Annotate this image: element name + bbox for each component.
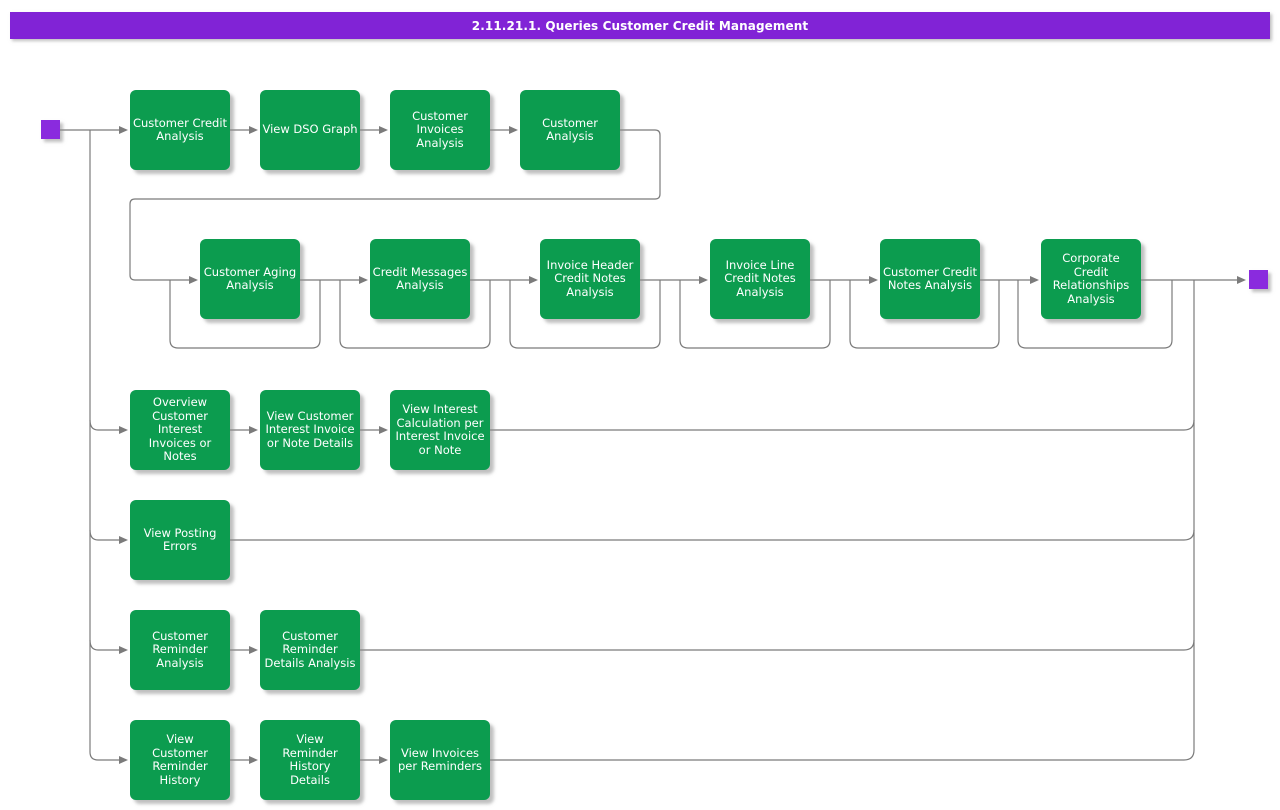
edge-row1-wrap: [129, 129, 661, 281]
loop-row2-4: [679, 280, 831, 349]
node-corporate-credit-relationships-analysis[interactable]: Corporate Credit Relationships Analysis: [1041, 239, 1141, 319]
edge-row6-out: [490, 749, 1195, 761]
node-invoice-line-credit-notes-analysis[interactable]: Invoice Line Credit Notes Analysis: [710, 239, 810, 319]
node-customer-analysis[interactable]: Customer Analysis: [520, 90, 620, 170]
loop-row2-2: [339, 280, 491, 349]
node-view-invoices-per-reminders[interactable]: View Invoices per Reminders: [390, 720, 490, 800]
node-customer-credit-notes-analysis[interactable]: Customer Credit Notes Analysis: [880, 239, 980, 319]
node-view-customer-interest-invoice-or-note-details[interactable]: View Customer Interest Invoice or Note D…: [260, 390, 360, 470]
node-view-reminder-history-details[interactable]: View Reminder History Details: [260, 720, 360, 800]
end-node: [1249, 270, 1268, 289]
node-credit-messages-analysis[interactable]: Credit Messages Analysis: [370, 239, 470, 319]
loop-row2-3: [509, 280, 661, 349]
node-view-posting-errors[interactable]: View Posting Errors: [130, 500, 230, 580]
node-customer-reminder-analysis[interactable]: Customer Reminder Analysis: [130, 610, 230, 690]
node-invoice-header-credit-notes-analysis[interactable]: Invoice Header Credit Notes Analysis: [540, 239, 640, 319]
node-customer-invoices-analysis[interactable]: Customer Invoices Analysis: [390, 90, 490, 170]
edge-row4-out: [230, 529, 1195, 541]
left-branch-row4: [89, 529, 126, 541]
edge-row5-out: [360, 639, 1195, 651]
node-customer-reminder-details-analysis[interactable]: Customer Reminder Details Analysis: [260, 610, 360, 690]
node-customer-credit-analysis[interactable]: Customer Credit Analysis: [130, 90, 230, 170]
title-bar: 2.11.21.1. Queries Customer Credit Manag…: [10, 12, 1270, 39]
loop-row2-6: [1017, 280, 1173, 349]
left-branch-row5: [89, 639, 126, 651]
node-overview-customer-interest-invoices-or-notes[interactable]: Overview Customer Interest Invoices or N…: [130, 390, 230, 470]
loop-row2-1: [169, 280, 321, 349]
node-view-dso-graph[interactable]: View DSO Graph: [260, 90, 360, 170]
node-view-customer-reminder-history[interactable]: View Customer Reminder History: [130, 720, 230, 800]
left-branch-row3: [89, 419, 126, 431]
diagram-title: 2.11.21.1. Queries Customer Credit Manag…: [471, 18, 809, 33]
node-customer-aging-analysis[interactable]: Customer Aging Analysis: [200, 239, 300, 319]
start-node: [41, 120, 60, 139]
left-rail: [89, 130, 126, 761]
edge-row3-out: [490, 419, 1195, 431]
node-view-interest-calculation-per-interest-invoice-or-note[interactable]: View Interest Calculation per Interest I…: [390, 390, 490, 470]
loop-row2-5: [849, 280, 1000, 349]
